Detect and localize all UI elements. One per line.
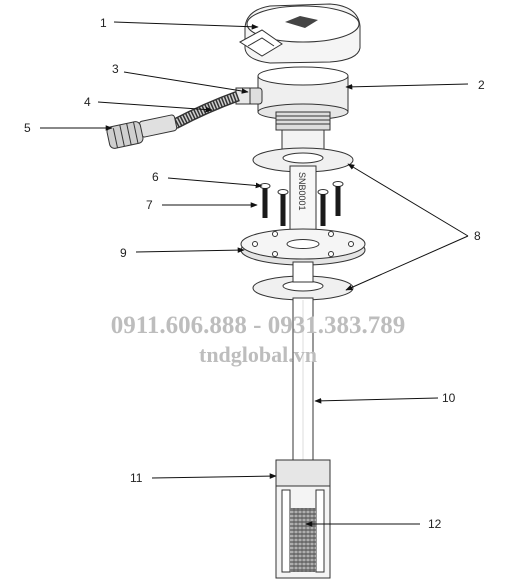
callout-labels: 1 2 3 4 5 6 7 8 9 10 11 12 (24, 16, 485, 531)
part-head-housing (247, 66, 349, 155)
leader-10 (314, 397, 439, 404)
screw-3 (317, 189, 329, 226)
part-gasket-top (252, 147, 354, 173)
leader-1 (113, 21, 259, 30)
callout-8: 8 (474, 229, 481, 243)
part-code-label: SNB0001 (297, 172, 307, 211)
callout-10: 10 (442, 391, 456, 405)
leader-11 (151, 473, 277, 479)
callout-3: 3 (112, 62, 119, 76)
part-connector (106, 114, 178, 149)
callout-11: 11 (130, 471, 143, 485)
part-stem (292, 261, 314, 465)
watermark: 0911.606.888 - 0931.383.789 tndglobal.vn (111, 312, 405, 367)
leader-3 (123, 71, 249, 94)
callout-12: 12 (428, 517, 442, 531)
leader-lines (40, 21, 469, 527)
leader-8b (345, 235, 469, 291)
screw-2 (277, 189, 289, 226)
part-filter-mesh (290, 508, 316, 572)
watermark-phone: 0911.606.888 - 0931.383.789 (111, 312, 405, 339)
callout-6: 6 (152, 170, 159, 184)
callout-7: 7 (146, 198, 153, 212)
leader-9 (135, 247, 245, 253)
leader-2 (345, 83, 469, 90)
watermark-site: tndglobal.vn (199, 342, 317, 367)
part-flange (240, 228, 366, 266)
screw-4 (332, 181, 344, 216)
part-stem-upper: SNB0001 (289, 165, 317, 237)
callout-9: 9 (120, 246, 127, 260)
callout-4: 4 (84, 95, 91, 109)
leader-8a (347, 163, 469, 237)
screw-1 (259, 183, 271, 218)
callout-1: 1 (100, 16, 107, 30)
leader-6 (167, 177, 263, 189)
callout-2: 2 (478, 78, 485, 92)
part-cap (239, 3, 361, 64)
leader-4 (97, 101, 213, 113)
callout-5: 5 (24, 121, 31, 135)
part-screws (259, 181, 344, 226)
